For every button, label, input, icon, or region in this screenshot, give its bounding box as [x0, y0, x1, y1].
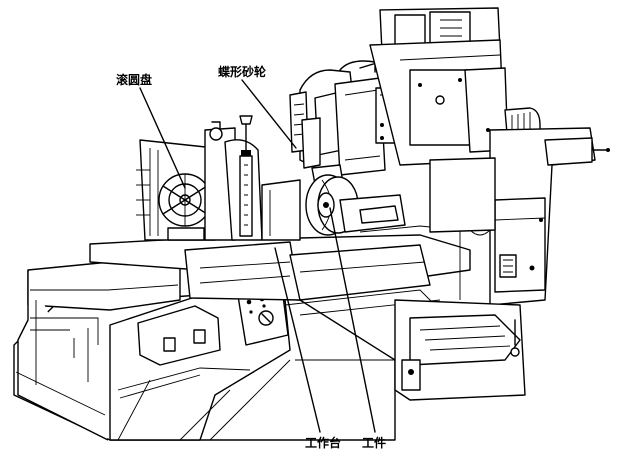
leader-lines — [139, 79, 376, 433]
label-workpiece: 工件 — [362, 435, 386, 450]
label-worktable: 工作台 — [305, 435, 341, 450]
column-body — [369, 7, 610, 306]
label-butterfly-wheel: 蝶形砂轮 — [218, 64, 267, 79]
worktable — [89, 225, 471, 316]
machine-base — [13, 261, 396, 441]
coolant-tray — [394, 299, 526, 401]
grinding-head — [289, 55, 421, 236]
label-rolling-disc: 滚圆盘 — [116, 72, 152, 87]
rolling-disc-assembly — [136, 115, 301, 241]
